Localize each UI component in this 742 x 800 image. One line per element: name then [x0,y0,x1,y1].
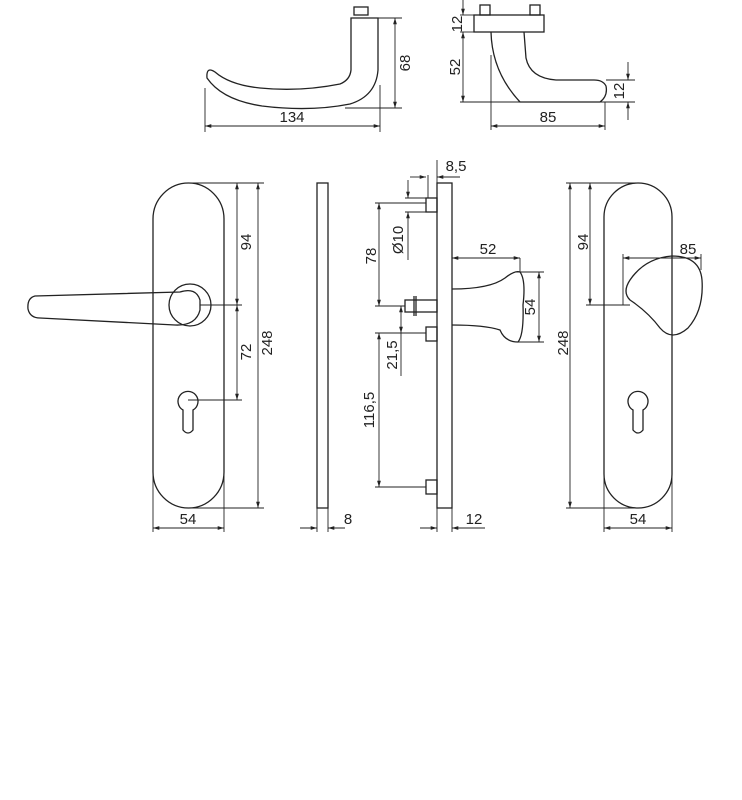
knob [625,255,703,336]
lever [27,289,201,326]
dim-54-right: 54 [630,511,647,528]
dim-54-knob: 54 [522,299,539,316]
dim-diameter-10: Ø10 [390,226,407,254]
plate [152,182,225,509]
dim-12-right: 12 [611,83,628,100]
dim-85-right: 85 [680,241,697,258]
knob-plate-profile-view: 8,5 Ø10 78 21,5 116,5 52 54 12 [361,158,544,532]
dim-78: 78 [363,248,380,265]
knob-plate-front-view: 248 94 85 54 [555,182,703,532]
knob-lever-side-view: 12 52 12 85 [447,0,635,130]
spindle [353,6,369,16]
dim-68: 68 [397,55,414,72]
dim-12-top: 12 [449,16,466,33]
dim-8: 8 [344,511,352,528]
plate [603,182,673,509]
dim-8-5: 8,5 [446,158,467,175]
plate [436,182,453,509]
keyhole [627,390,649,434]
dim-85-top: 85 [540,109,557,126]
dim-94-left: 94 [238,234,255,251]
knob-profile [451,270,525,343]
dim-21-5: 21,5 [384,340,401,369]
dim-116-5: 116,5 [361,392,378,428]
dim-12-profile: 12 [466,511,483,528]
plate-side-view: 8 [300,182,352,532]
dim-54-left: 54 [180,511,197,528]
lever-outline [206,17,379,110]
dim-52-knob: 52 [480,241,497,258]
dim-248-left: 248 [259,330,276,355]
dim-248-right: 248 [555,330,572,355]
dim-52-top: 52 [447,59,464,76]
dim-72: 72 [238,344,255,361]
lever-plate-front-view: 94 72 248 54 [27,182,276,532]
lever-side-view: 68 134 [204,6,414,132]
dim-134: 134 [279,109,304,126]
keyhole [177,390,199,434]
rose [473,14,545,33]
dim-94-right: 94 [575,234,592,251]
